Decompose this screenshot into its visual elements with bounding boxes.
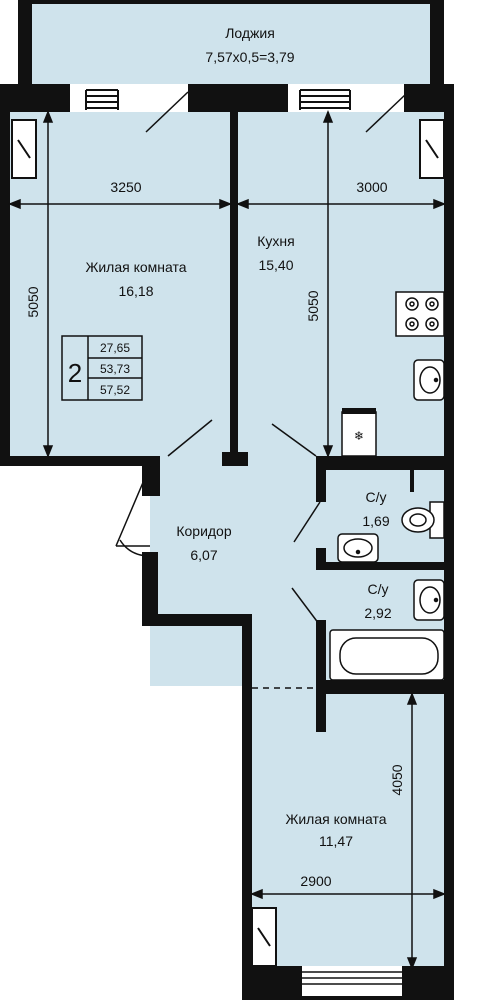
living1-width-label: 3250 xyxy=(110,179,141,195)
wc2-name: С/у xyxy=(368,581,389,597)
bathtub-icon xyxy=(329,629,445,681)
living1-depth-label: 5050 xyxy=(25,286,41,317)
living1-area: 16,18 xyxy=(118,283,153,299)
loggia-area: 7,57x0,5=3,79 xyxy=(205,49,294,65)
corridor-area: 6,07 xyxy=(190,547,217,563)
living2-area: 11,47 xyxy=(319,833,353,849)
area-summary-table: 2 27,65 53,73 57,52 xyxy=(61,335,143,401)
wc1-name: С/у xyxy=(366,489,387,505)
radiator-icon xyxy=(251,907,277,967)
corridor-name: Коридор xyxy=(176,523,232,539)
radiator-icon xyxy=(11,119,37,179)
window-icon xyxy=(70,84,188,112)
wc2-area: 2,92 xyxy=(364,605,391,621)
dimension-lines xyxy=(7,109,447,971)
kitchen-area: 15,40 xyxy=(258,257,293,273)
living-area: 27,65 xyxy=(100,341,130,355)
sink-icon xyxy=(413,359,445,401)
entry-door xyxy=(115,465,151,557)
dimension-labels: 3250 3000 5050 5050 4050 2900 xyxy=(25,179,405,889)
rooms-count: 2 xyxy=(68,358,82,388)
living2-width-label: 2900 xyxy=(300,873,331,889)
window-icon xyxy=(302,966,402,996)
door-swing-icon xyxy=(365,93,407,133)
total-area: 53,73 xyxy=(100,362,130,376)
window-icon xyxy=(288,84,404,112)
wc1-area: 1,69 xyxy=(362,513,389,529)
sink-icon xyxy=(413,579,445,621)
sink-icon xyxy=(337,533,379,563)
living1-name: Жилая комната xyxy=(85,259,186,275)
floor-fills xyxy=(10,0,446,970)
toilet-icon xyxy=(401,501,445,539)
fridge-icon: ❄ xyxy=(341,408,377,457)
door-swing-icon xyxy=(145,91,189,133)
kitchen-width-label: 3000 xyxy=(356,179,387,195)
kitchen-name: Кухня xyxy=(257,233,294,249)
door-swings xyxy=(167,419,323,629)
room-labels: Лоджия 7,57x0,5=3,79 Жилая комната 16,18… xyxy=(85,25,391,849)
total-area-with-loggia: 57,52 xyxy=(100,383,130,397)
living2-name: Жилая комната xyxy=(285,811,386,827)
stove-icon xyxy=(395,291,445,337)
loggia-name: Лоджия xyxy=(225,25,275,41)
kitchen-depth-label: 5050 xyxy=(305,290,321,321)
svg-text:❄: ❄ xyxy=(354,429,364,443)
walls xyxy=(0,0,454,1000)
living2-depth-label: 4050 xyxy=(389,764,405,795)
windows xyxy=(70,84,407,996)
radiator-icon xyxy=(419,119,445,179)
